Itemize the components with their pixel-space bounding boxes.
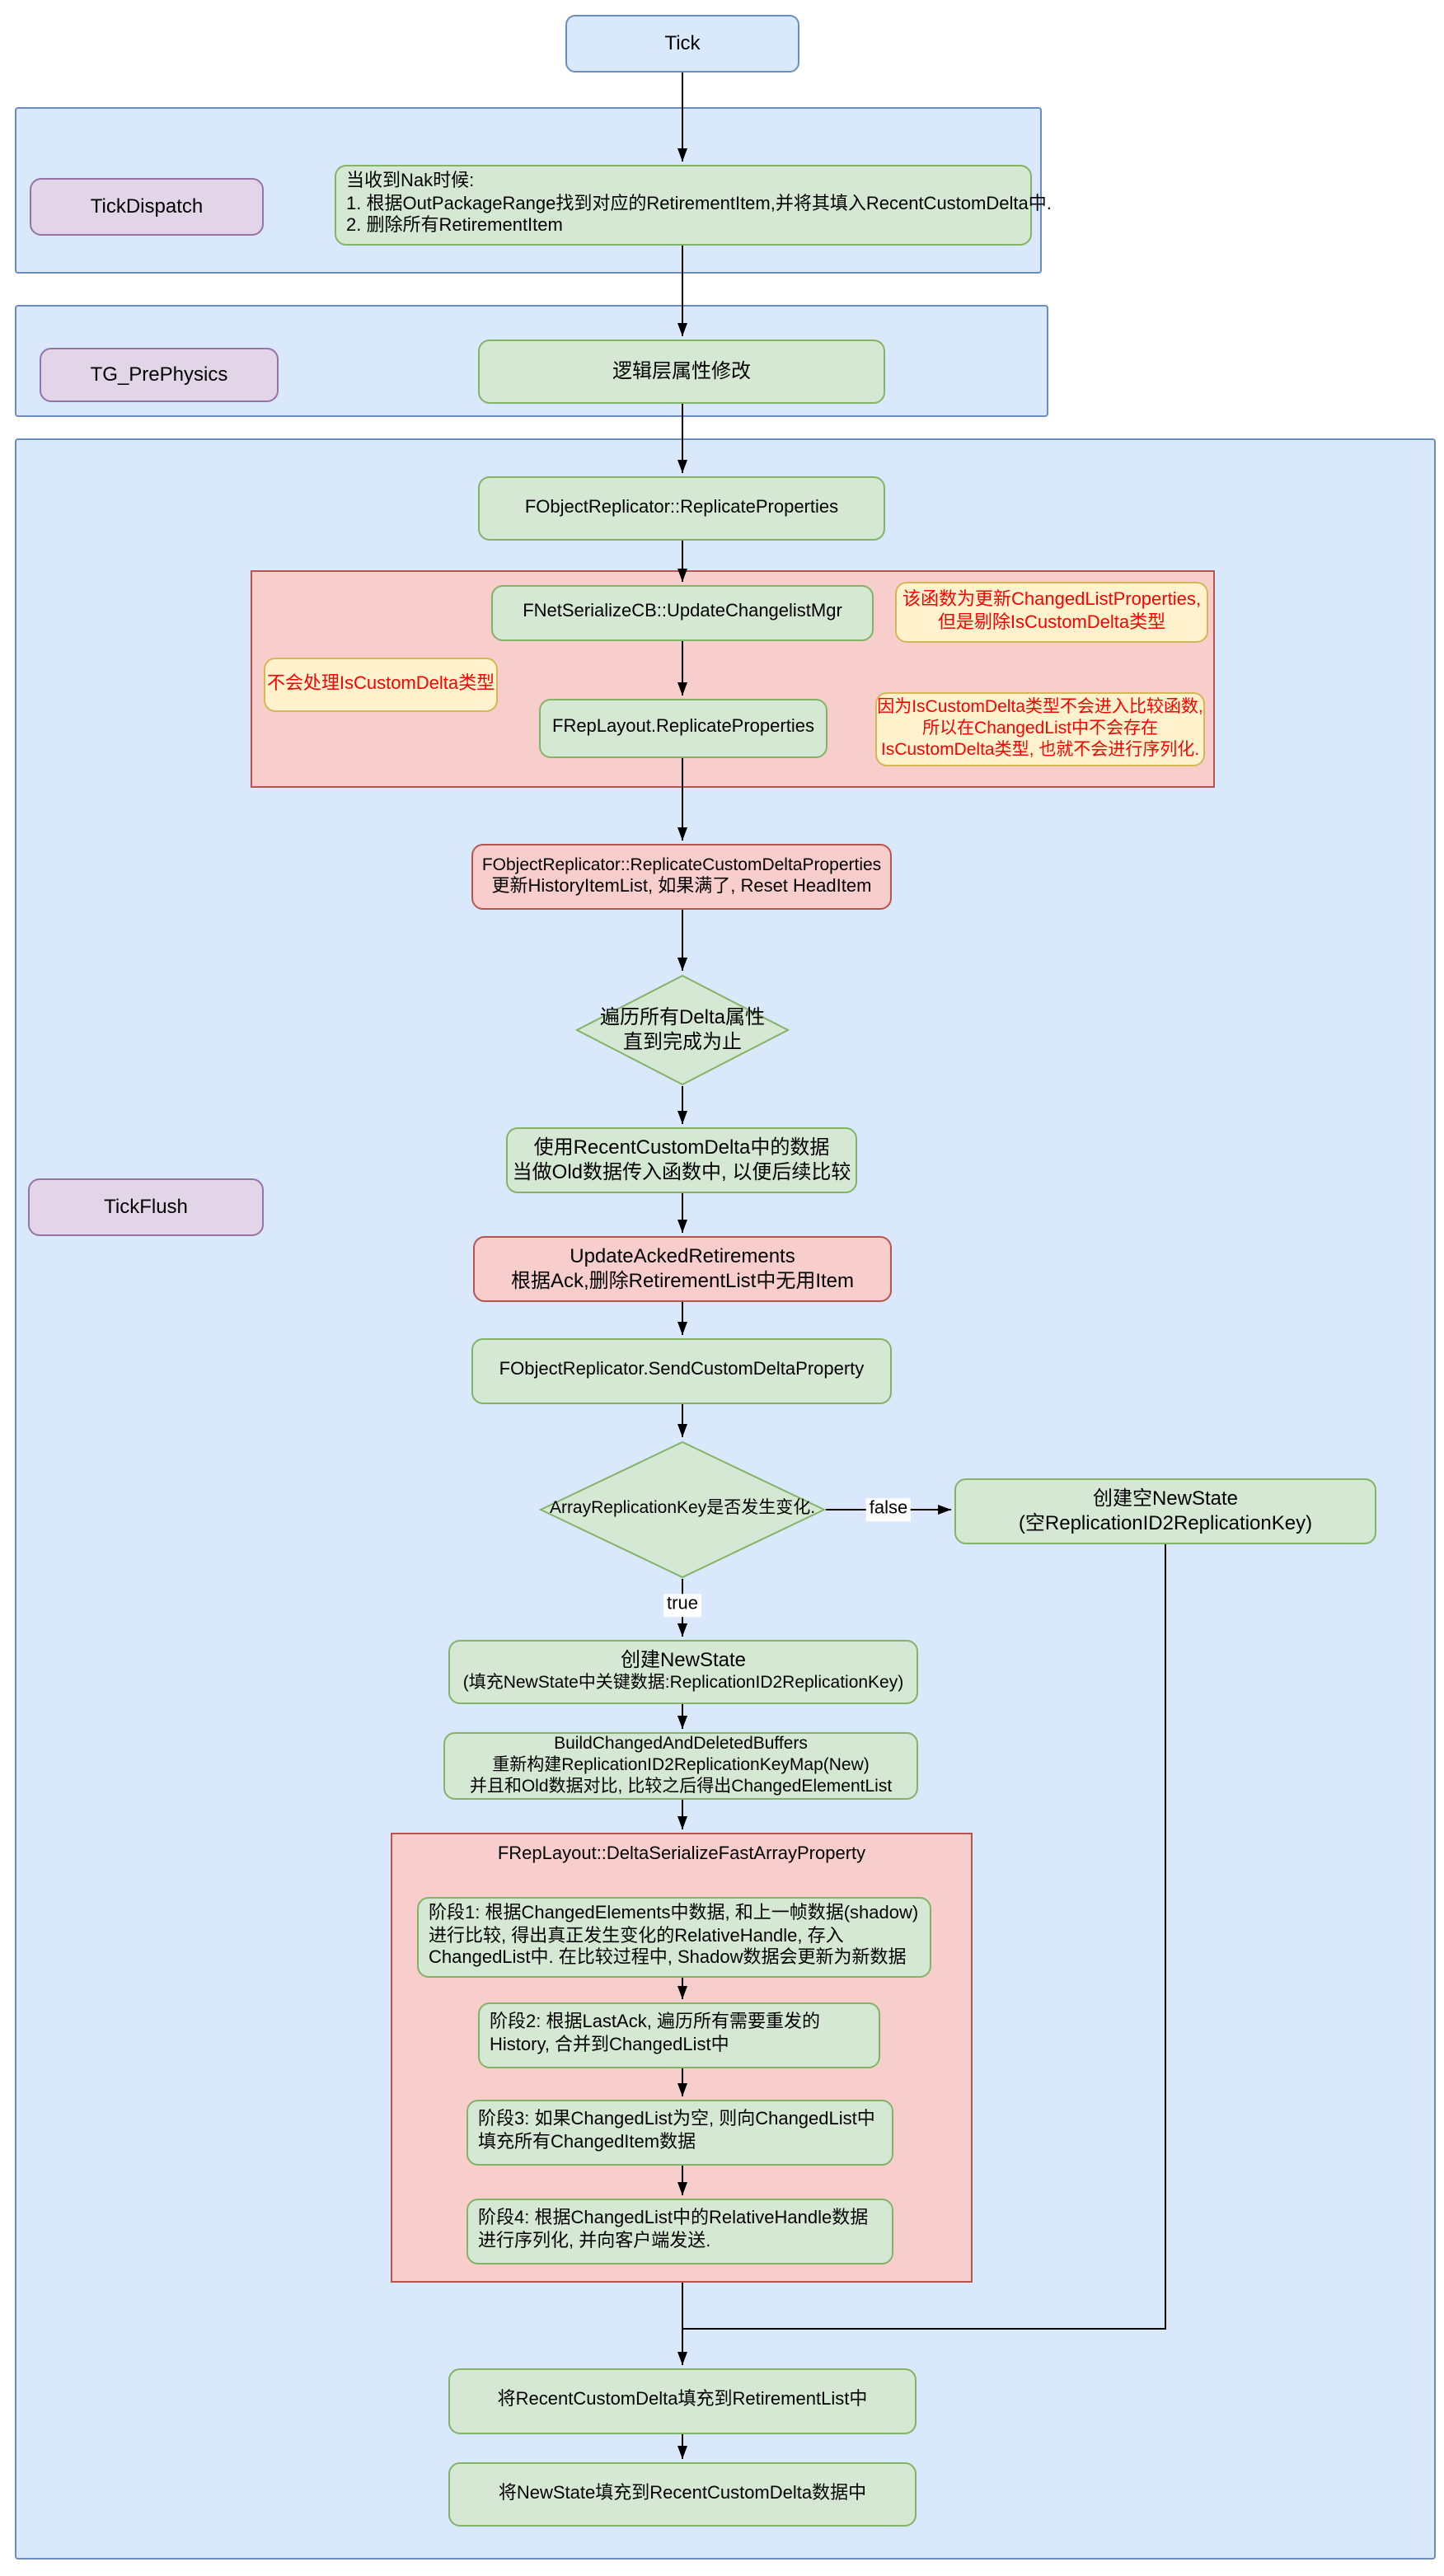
create-newstate-node: 创建NewState (填充NewState中关键数据:ReplicationI… <box>448 1640 918 1704</box>
array-key-label: ArrayReplicationKey是否发生变化. <box>549 1498 816 1519</box>
loop-delta-decision: 遍历所有Delta属性 直到完成为止 <box>575 974 790 1086</box>
stage2-node: 阶段2: 根据LastAck, 遍历所有需要重发的History, 合并到Cha… <box>478 2002 880 2068</box>
replicate-properties-node: FObjectReplicator::ReplicateProperties <box>478 476 885 541</box>
lane-label-text: TG_PrePhysics <box>90 363 228 386</box>
nak-note-line2: 1. 根据OutPackageRange找到对应的RetirementItem,… <box>346 194 1052 214</box>
lane-label-tick-dispatch: TickDispatch <box>30 178 264 236</box>
update-changelist-mgr-label: FNetSerializeCB::UpdateChangelistMgr <box>523 602 842 622</box>
send-custom-delta-node: FObjectReplicator.SendCustomDeltaPropert… <box>471 1338 892 1404</box>
nak-note-line3: 2. 删除所有RetirementItem <box>346 216 563 237</box>
replicate-custom-delta-line1: FObjectReplicator::ReplicateCustomDeltaP… <box>481 855 882 875</box>
update-acked-line2: 根据Ack,删除RetirementList中无用Item <box>510 1269 855 1292</box>
nak-note-node: 当收到Nak时候: 1. 根据OutPackageRange找到对应的Retir… <box>335 165 1052 246</box>
build-changed-line3: 并且和Old数据对比, 比较之后得出ChangedElementList <box>469 1777 893 1797</box>
fill-recent-label: 将NewState填充到RecentCustomDelta数据中 <box>498 2483 867 2503</box>
loop-delta-line1: 遍历所有Delta属性 <box>599 1005 765 1028</box>
fill-retirement-label: 将RecentCustomDelta填充到RetirementList中 <box>497 2390 868 2410</box>
update-changelist-mgr-node: FNetSerializeCB::UpdateChangelistMgr <box>491 585 874 641</box>
stage2-text: 阶段2: 根据LastAck, 遍历所有需要重发的History, 合并到Cha… <box>490 2012 820 2056</box>
lane-label-tg-pre-physics: TG_PrePhysics <box>40 348 279 402</box>
use-recent-node: 使用RecentCustomDelta中的数据 当做Old数据传入函数中, 以便… <box>506 1127 857 1193</box>
create-newstate-line2: (填充NewState中关键数据:ReplicationID2Replicati… <box>462 1673 904 1693</box>
array-key-decision: ArrayReplicationKey是否发生变化. <box>539 1440 826 1579</box>
true-edge-label: true <box>663 1594 701 1617</box>
loop-delta-line2: 直到完成为止 <box>622 1030 742 1053</box>
note-line: IsCustomDelta类型, 也就不会进行序列化. <box>880 740 1200 761</box>
replayout-replicate-node: FRepLayout.ReplicateProperties <box>539 699 827 758</box>
create-newstate-line1: 创建NewState <box>620 1648 747 1672</box>
tick-node: Tick <box>565 15 799 73</box>
note-line: 不会处理IsCustomDelta类型 <box>266 673 495 694</box>
note-line: 但是剔除IsCustomDelta类型 <box>937 612 1166 632</box>
build-changed-line2: 重新构建ReplicationID2ReplicationKeyMap(New) <box>492 1754 870 1775</box>
note-update-changedlist: 该函数为更新ChangedListProperties, 但是剔除IsCusto… <box>895 582 1208 643</box>
send-custom-delta-label: FObjectReplicator.SendCustomDeltaPropert… <box>499 1360 865 1380</box>
use-recent-line2: 当做Old数据传入函数中, 以便后续比较 <box>512 1160 851 1183</box>
fill-recent-node: 将NewState填充到RecentCustomDelta数据中 <box>448 2462 917 2527</box>
create-empty-newstate-node: 创建空NewState (空ReplicationID2ReplicationK… <box>954 1478 1376 1544</box>
logic-modify-label: 逻辑层属性修改 <box>612 359 751 382</box>
stage4-node: 阶段4: 根据ChangedList中的RelativeHandle数据进行序列… <box>466 2199 893 2265</box>
lane-label-tick-flush: TickFlush <box>28 1178 264 1236</box>
lane-label-text: TickFlush <box>104 1195 188 1218</box>
note-no-handle-custom-delta: 不会处理IsCustomDelta类型 <box>264 658 498 712</box>
note-line: 所以在ChangedList中不会存在 <box>922 718 1158 738</box>
replicate-properties-label: FObjectReplicator::ReplicateProperties <box>524 497 839 518</box>
lane-label-text: TickDispatch <box>90 194 204 218</box>
create-empty-newstate-line2: (空ReplicationID2ReplicationKey) <box>1018 1511 1313 1534</box>
stage4-text: 阶段4: 根据ChangedList中的RelativeHandle数据进行序列… <box>478 2208 869 2252</box>
build-changed-node: BuildChangedAndDeletedBuffers 重新构建Replic… <box>443 1732 918 1800</box>
replicate-custom-delta-line2: 更新HistoryItemList, 如果满了, Reset HeadItem <box>491 876 872 897</box>
note-line: 因为IsCustomDelta类型不会进入比较函数, <box>877 696 1203 717</box>
stage3-text: 阶段3: 如果ChangedList为空, 则向ChangedList中填充所有… <box>478 2110 875 2153</box>
fill-retirement-node: 将RecentCustomDelta填充到RetirementList中 <box>448 2368 917 2434</box>
note-because-custom-delta: 因为IsCustomDelta类型不会进入比较函数, 所以在ChangedLis… <box>875 692 1205 766</box>
stage3-node: 阶段3: 如果ChangedList为空, 则向ChangedList中填充所有… <box>466 2100 893 2166</box>
update-acked-node: UpdateAckedRetirements 根据Ack,删除Retiremen… <box>473 1236 892 1302</box>
array-key-text: ArrayReplicationKey是否发生变化. <box>539 1440 826 1579</box>
note-line: 该函数为更新ChangedListProperties, <box>902 589 1201 610</box>
create-empty-newstate-line1: 创建空NewState <box>1092 1487 1239 1510</box>
tick-label: Tick <box>664 31 701 54</box>
update-acked-line1: UpdateAckedRetirements <box>570 1244 795 1267</box>
delta-serialize-title: FRepLayout::DeltaSerializeFastArrayPrope… <box>497 1844 866 1864</box>
diamond-shape <box>575 974 790 1086</box>
stage1-node: 阶段1: 根据ChangedElements中数据, 和上一帧数据(shadow… <box>417 1897 931 1978</box>
use-recent-line1: 使用RecentCustomDelta中的数据 <box>533 1136 830 1159</box>
build-changed-line1: BuildChangedAndDeletedBuffers <box>554 1733 808 1754</box>
replayout-replicate-label: FRepLayout.ReplicateProperties <box>552 717 814 738</box>
stage1-text: 阶段1: 根据ChangedElements中数据, 和上一帧数据(shadow… <box>429 1903 919 1969</box>
logic-modify-node: 逻辑层属性修改 <box>478 340 885 404</box>
replicate-custom-delta-node: FObjectReplicator::ReplicateCustomDeltaP… <box>471 844 892 910</box>
loop-delta-text: 遍历所有Delta属性 直到完成为止 <box>575 974 790 1086</box>
false-edge-label: false <box>865 1498 912 1521</box>
nak-note-line1: 当收到Nak时候: <box>346 171 475 191</box>
